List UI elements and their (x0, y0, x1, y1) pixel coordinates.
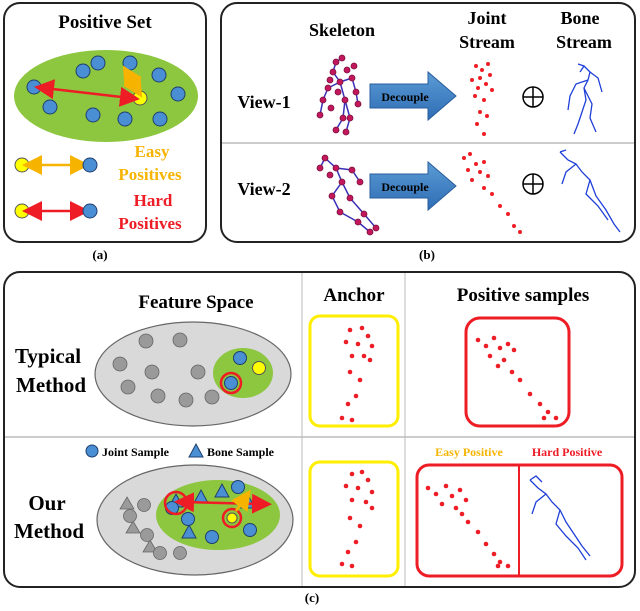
col-joint-2: Stream (459, 32, 515, 52)
easy-pair-arrow (122, 65, 143, 98)
panel-c: Feature Space Anchor Positive samples Ty… (3, 271, 636, 605)
hard-label-2: Positives (118, 214, 182, 233)
legend-joint-icon (85, 444, 99, 458)
easy-blue-dot (82, 157, 98, 173)
decouple-arrow-1: Decouple (369, 70, 457, 122)
legend-bone-icon (188, 442, 204, 458)
panel-a: Positive Set Easy Positives Hard Positiv… (3, 2, 207, 262)
typical-anchor-box (308, 314, 400, 428)
row-view-2: View-2 (237, 179, 290, 199)
panel-a-title: Positive Set (58, 12, 152, 33)
caption-a: (a) (92, 247, 107, 262)
row-typical-1: Typical (15, 344, 81, 368)
row-typical-2: Method (16, 373, 86, 397)
easy-label: Easy (135, 142, 170, 161)
typical-anchor-ring (219, 371, 243, 395)
joint-stream-view-2 (462, 152, 522, 234)
typical-positive-box (464, 316, 571, 428)
our-anchor-joints (339, 469, 375, 569)
caption-c: (c) (305, 590, 319, 605)
hard-yellow-dot (14, 203, 30, 219)
legend-bone-label: Bone Sample (207, 445, 275, 459)
skeleton-view-1 (316, 54, 362, 136)
typical-yellow-dot (252, 361, 266, 375)
col-skeleton: Skeleton (309, 20, 375, 40)
easy-yellow-dot (14, 157, 30, 173)
hard-label: Hard (134, 191, 173, 210)
col-bone-2: Stream (556, 32, 612, 52)
typical-gray-dots (112, 332, 220, 408)
easy-positive-label: Easy Positive (435, 445, 503, 459)
typical-positive-joints (475, 335, 559, 421)
oplus-icon-2 (522, 173, 544, 195)
our-anchor-dot (226, 512, 238, 524)
caption-b: (b) (419, 247, 435, 262)
our-anchor-box (308, 460, 400, 578)
skeleton-view-2 (316, 154, 380, 236)
our-gray-shapes (119, 496, 187, 560)
our-hard-positive-bone (529, 475, 591, 561)
decouple-label-2: Decouple (381, 180, 429, 194)
panel-b-frame (220, 2, 636, 243)
col-positive-samples: Positive samples (457, 285, 589, 306)
typical-blue-dot-2 (224, 376, 238, 390)
easy-label-2: Positives (118, 165, 182, 184)
joint-stream-view-1 (470, 62, 494, 136)
our-easy-arrow (231, 489, 251, 512)
row-our-2: Method (14, 519, 84, 543)
hard-positive-label: Hard Positive (532, 445, 603, 459)
col-anchor: Anchor (323, 285, 385, 306)
typical-anchor-joints (339, 325, 375, 423)
col-joint-1: Joint (467, 8, 506, 28)
decouple-arrow-2: Decouple (369, 160, 457, 212)
bone-stream-view-1 (567, 63, 603, 135)
row-our-1: Our (28, 491, 65, 515)
col-feature-space: Feature Space (138, 292, 253, 313)
legend-joint-label: Joint Sample (102, 445, 170, 459)
decouple-label-1: Decouple (381, 90, 429, 104)
col-bone-1: Bone (560, 8, 599, 28)
positive-set-dots (26, 55, 186, 127)
panel-b: Skeleton Joint Stream Bone Stream View-1… (220, 2, 636, 262)
oplus-icon-1 (522, 86, 544, 108)
hard-blue-dot (82, 203, 98, 219)
bone-stream-view-2 (559, 149, 621, 233)
hard-pair-arrow (34, 79, 140, 107)
typical-blue-dot-1 (233, 351, 247, 365)
row-view-1: View-1 (237, 92, 290, 112)
our-easy-positive-joints (425, 483, 511, 569)
